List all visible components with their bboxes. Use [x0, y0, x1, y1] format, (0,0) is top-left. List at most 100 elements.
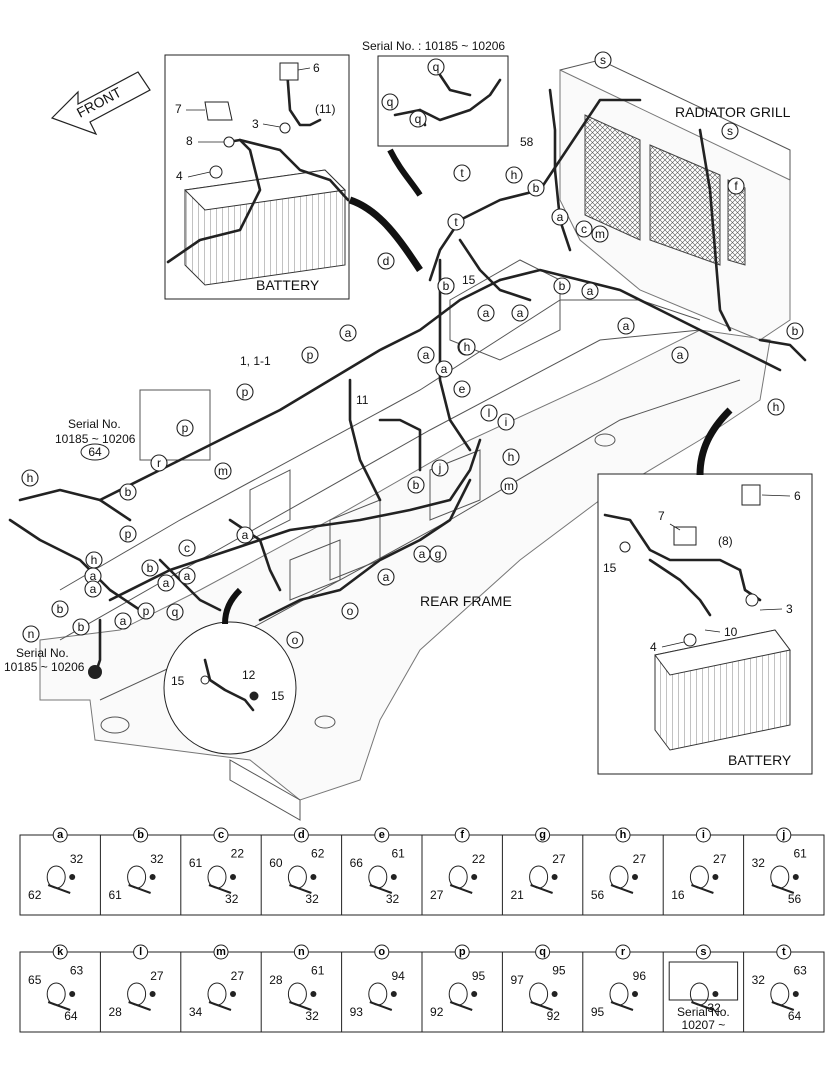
callout-letter: p	[143, 604, 150, 618]
callout-b1: b	[527, 179, 545, 197]
callout-b10: b	[437, 277, 455, 295]
callout-letter: m	[218, 464, 228, 478]
legend-key-d: d	[293, 827, 309, 843]
callout-letter: b	[57, 602, 64, 616]
part-8b-label: (8)	[718, 534, 733, 548]
legend-part-number: 22	[472, 852, 486, 866]
callout-q2: q	[381, 93, 399, 111]
callout-b5: b	[119, 483, 137, 501]
callout-r1: r	[150, 454, 168, 472]
svg-text:q: q	[539, 946, 546, 958]
callout-letter: s	[727, 124, 733, 138]
callout-n1: n	[22, 625, 40, 643]
serial-top-label: Serial No. : 10185 ~ 10206	[362, 39, 505, 53]
callout-p2: p	[236, 383, 254, 401]
callout-letter: b	[443, 279, 450, 293]
callout-letter: a	[587, 284, 594, 298]
callout-letter: a	[623, 319, 630, 333]
callout-b4: b	[786, 322, 804, 340]
legend-key-s: s	[695, 944, 711, 960]
callout-c2: c	[178, 539, 196, 557]
callout-g1: g	[429, 545, 447, 563]
legend-part-number: 93	[350, 1005, 364, 1019]
svg-text:o: o	[378, 946, 385, 958]
callout-h1: h	[505, 166, 523, 184]
callout-letter: r	[157, 456, 161, 470]
legend-part-number: 96	[633, 969, 647, 983]
callout-letter: i	[505, 415, 508, 429]
callout-q3: q	[409, 110, 427, 128]
callout-a13: a	[178, 567, 196, 585]
callout-p4: p	[119, 525, 137, 543]
callout-a6: a	[671, 346, 689, 364]
callout-letter: b	[78, 620, 85, 634]
legend-key-t: t	[776, 944, 792, 960]
callout-letter: a	[90, 582, 97, 596]
legend-part-number: 32	[707, 1001, 721, 1015]
legend-key-j: j	[776, 827, 792, 843]
legend-part-number: 28	[108, 1005, 122, 1019]
callout-letter: h	[91, 553, 98, 567]
legend-key-h: h	[615, 827, 631, 843]
legend-part-number: 62	[28, 888, 42, 902]
legend-part-number: 32	[752, 856, 766, 870]
callout-letter: b	[559, 279, 566, 293]
part-10-label: 10	[724, 625, 738, 639]
svg-text:t: t	[782, 946, 786, 958]
part-6-label: 6	[313, 61, 320, 75]
part-4b-label: 4	[650, 640, 657, 654]
callout-e1: e	[453, 380, 471, 398]
callout-letter: n	[28, 627, 35, 641]
legend-key-e: e	[374, 827, 390, 843]
legend-part-number: 95	[472, 969, 486, 983]
part-7b-label: 7	[658, 509, 665, 523]
callout-a16: a	[377, 568, 395, 586]
svg-text:m: m	[216, 946, 226, 958]
callout-a9: a	[435, 360, 453, 378]
callout-letter: a	[184, 569, 191, 583]
callout-letter: b	[147, 561, 154, 575]
callout-m1: m	[591, 225, 609, 243]
callout-letter: t	[460, 166, 464, 180]
callout-h2: h	[767, 398, 785, 416]
callout-a2: a	[477, 304, 495, 322]
legend-part-number: 27	[633, 852, 647, 866]
legend-key-f: f	[454, 827, 470, 843]
legend-part-number: 32	[150, 852, 164, 866]
legend-serial-note: Serial No.10207 ~	[668, 961, 739, 1032]
callout-letter: a	[163, 576, 170, 590]
callout-letter: p	[125, 527, 132, 541]
legend-part-number: 61	[311, 963, 325, 977]
legend-key-l: l	[133, 944, 149, 960]
callout-letter: q	[172, 605, 179, 619]
callout-a8: a	[417, 346, 435, 364]
callout-letter: a	[383, 570, 390, 584]
callout-letter: o	[292, 633, 299, 647]
legend-key-o: o	[374, 944, 390, 960]
part-3b-label: 3	[786, 602, 793, 616]
callout-t1: t	[453, 164, 471, 182]
legend-part-number: 65	[28, 973, 42, 987]
battery-inset-right: 6 7 (8) 15 3 10 4 BATTERY	[597, 473, 813, 775]
legend-part-number: 94	[391, 969, 405, 983]
radiator-grill: RADIATOR GRILL	[559, 59, 791, 341]
callout-p5: p	[137, 602, 155, 620]
callout-letter: c	[581, 222, 587, 236]
part-64-callout: 64	[80, 443, 110, 461]
callout-letter: q	[415, 112, 422, 126]
legend-key-r: r	[615, 944, 631, 960]
legend-key-i: i	[695, 827, 711, 843]
callout-a17: a	[84, 580, 102, 598]
callout-letter: a	[242, 528, 249, 542]
legend-part-number: 63	[793, 963, 807, 977]
part-11-main-label: 11	[356, 393, 369, 407]
battery-inset-top: 6 7 8 4 3 (11) BATTERY	[164, 54, 350, 300]
callout-p1: p	[301, 346, 319, 364]
callout-j1: j	[431, 459, 449, 477]
callout-q1: q	[427, 58, 445, 76]
